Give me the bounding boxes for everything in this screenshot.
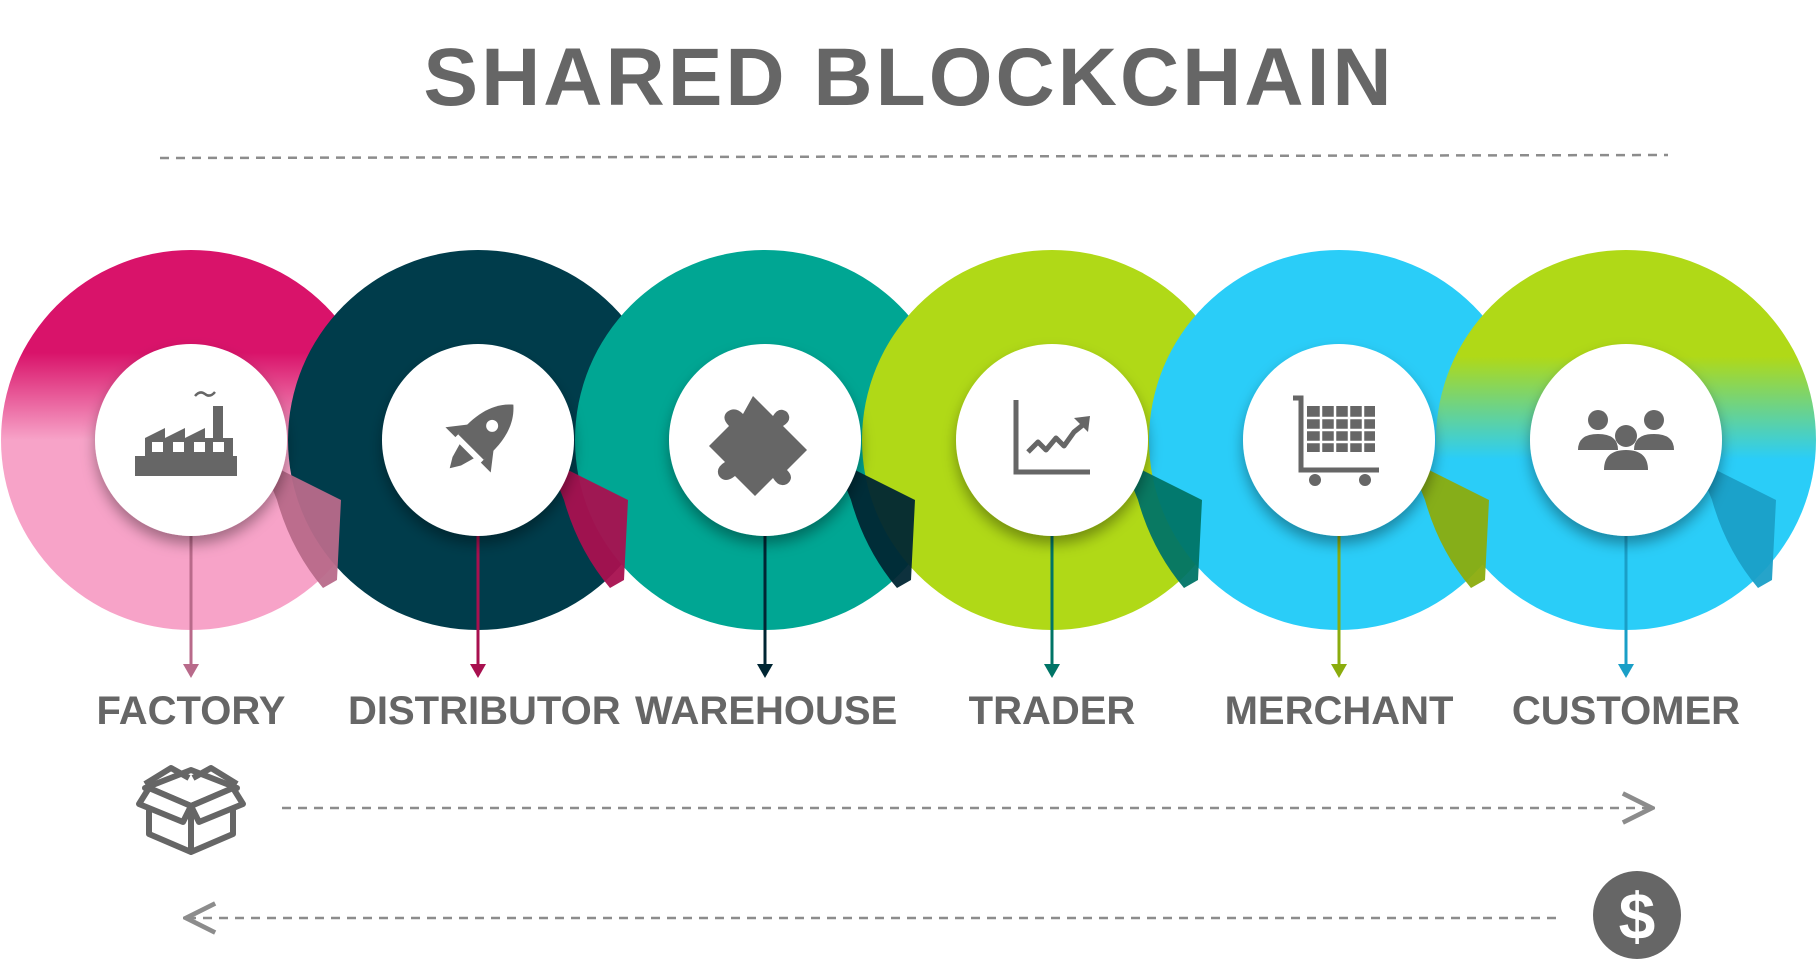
- shade-layer: [261, 460, 1776, 588]
- rocket-icon: [445, 404, 514, 473]
- open-box-icon: [136, 765, 246, 855]
- svg-text:$: $: [1619, 879, 1656, 953]
- puzzle-piece-icon: [709, 396, 807, 496]
- connector-arrowhead-factory: [183, 664, 199, 678]
- ring-shade-merchant: [1409, 460, 1489, 588]
- title-separator-line: [159, 153, 1669, 160]
- ring-shade-distributor: [548, 460, 628, 588]
- connector-arrowhead-customer: [1618, 664, 1634, 678]
- ring-shade-warehouse: [835, 460, 915, 588]
- connector-arrowhead-warehouse: [757, 664, 773, 678]
- users-group-icon: [1578, 410, 1674, 470]
- shopping-cart-icon: [1293, 395, 1379, 486]
- stage-label-merchant: MERCHANT: [1224, 689, 1454, 733]
- stage-label-factory: FACTORY: [96, 689, 286, 733]
- dollar-coin-icon: $: [1593, 871, 1681, 959]
- line-chart-icon: [1013, 400, 1090, 475]
- connector-arrowhead-merchant: [1331, 664, 1347, 678]
- ring-shade-factory: [261, 460, 341, 588]
- page-title: SHARED BLOCKCHAIN: [423, 32, 1395, 123]
- stage-label-warehouse: WAREHOUSE: [635, 689, 898, 733]
- stage-label-distributor: DISTRIBUTOR: [348, 689, 621, 733]
- stage-label-customer: CUSTOMER: [1511, 689, 1741, 733]
- connector-arrowhead-trader: [1044, 664, 1060, 678]
- ring-shade-trader: [1122, 460, 1202, 588]
- factory-icon: [135, 391, 237, 476]
- ring-shade-customer: [1696, 460, 1776, 588]
- connector-layer: [183, 536, 1634, 678]
- connector-arrowhead-distributor: [470, 664, 486, 678]
- stage-label-trader: TRADER: [968, 689, 1136, 733]
